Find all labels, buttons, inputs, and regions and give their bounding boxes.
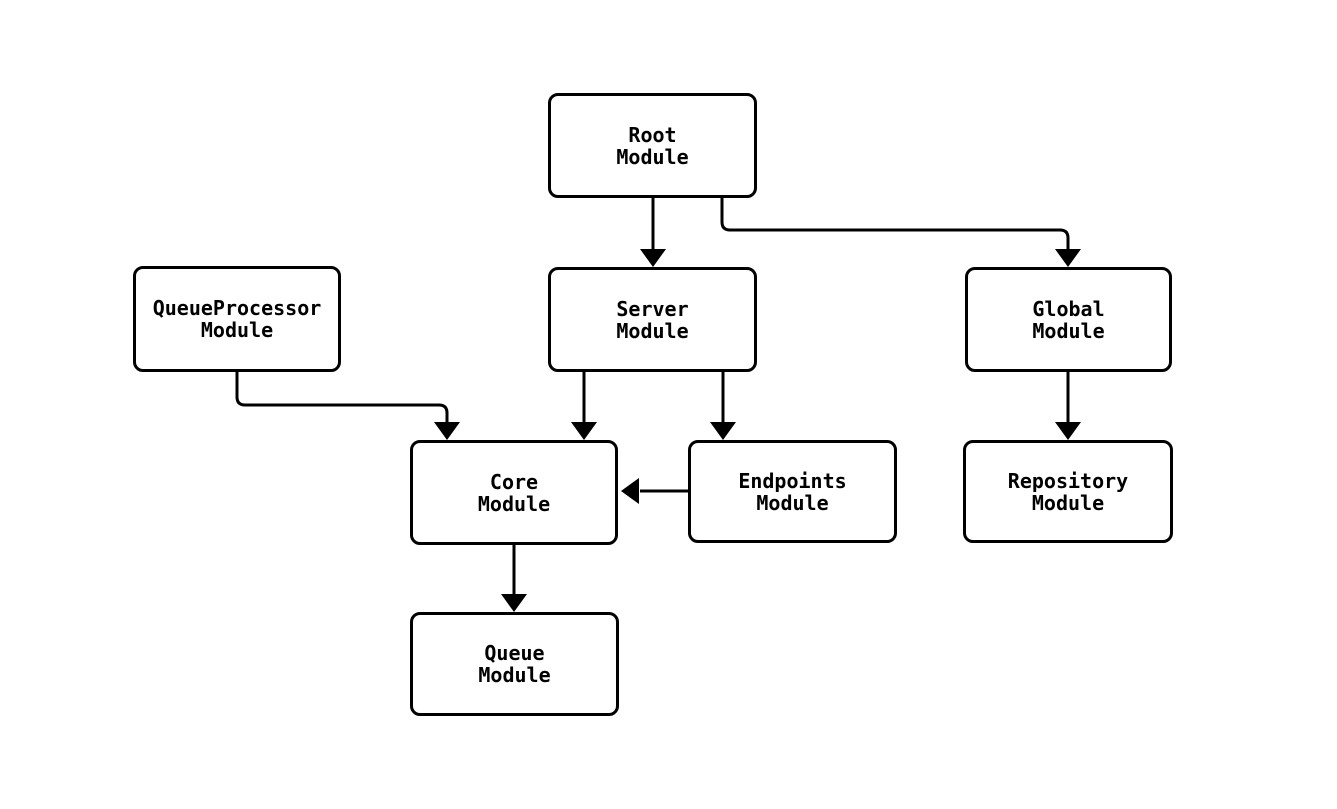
node-queueprocessor-module: QueueProcessor Module [133, 266, 341, 372]
node-endpoints-module: Endpoints Module [688, 440, 897, 543]
node-label-line: Server [616, 296, 689, 321]
node-label-line: Module [477, 491, 551, 516]
arrowhead-icon [1055, 422, 1081, 440]
node-queue-module: Queue Module [410, 612, 619, 716]
node-label-line: Global [1032, 296, 1105, 321]
arrowhead-icon [640, 249, 666, 267]
edge-queueprocessor-to-core [235, 371, 460, 440]
arrowhead-icon [1055, 249, 1081, 267]
edge-global-to-repository [1055, 372, 1081, 440]
edge-server-to-endpoints [710, 372, 736, 440]
node-label-line: Module [478, 663, 551, 687]
edge-root-to-server [640, 198, 666, 267]
node-label-line: Module [200, 318, 274, 342]
node-label-line: Queue [484, 641, 545, 665]
node-label-line: Module [1032, 318, 1105, 343]
node-root-module: Root Module [548, 93, 757, 198]
node-label-line: Root [628, 122, 677, 147]
arrowhead-icon [571, 422, 597, 440]
edge-root-to-global [720, 198, 1081, 267]
edge-core-to-queue [501, 545, 527, 612]
node-label-line: Module [616, 318, 689, 343]
node-label-line: Endpoints [738, 468, 847, 493]
node-server-module: Server Module [548, 267, 757, 372]
edge-server-to-core [571, 372, 597, 440]
node-repository-module: Repository Module [963, 440, 1173, 543]
node-core-module: Core Module [410, 440, 618, 545]
arrowhead-icon [621, 478, 639, 504]
node-label-line: Module [616, 144, 689, 169]
node-label-line: QueueProcessor [152, 296, 322, 320]
node-label-line: Core [489, 469, 539, 494]
node-label-line: Module [756, 490, 829, 515]
node-label-line: Module [1031, 490, 1105, 515]
arrowhead-icon [501, 594, 527, 612]
edge-endpoints-to-core [621, 478, 688, 504]
arrowhead-icon [434, 422, 460, 440]
node-global-module: Global Module [965, 267, 1172, 372]
arrowhead-icon [710, 422, 736, 440]
node-label-line: Repository [1007, 468, 1129, 493]
